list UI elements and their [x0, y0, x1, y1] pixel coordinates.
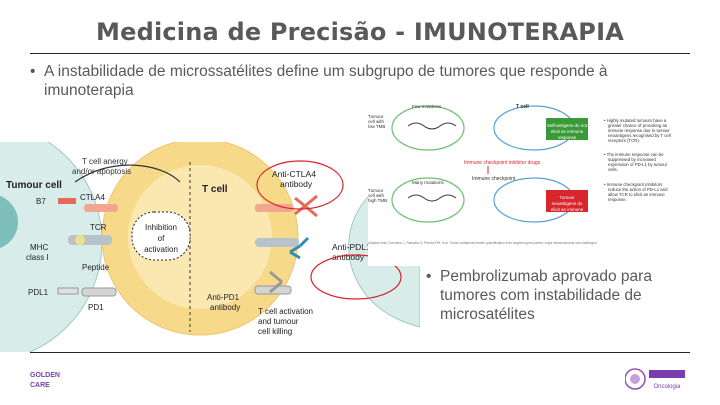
- low-tmb-cell: [391, 105, 465, 151]
- label-inhibitor: Immune checkpoint inhibitor drugs: [464, 160, 541, 166]
- label-checkpoint: Immune checkpoint: [472, 176, 516, 182]
- highlight-anti-pdl1: [310, 254, 402, 300]
- bullet-text: Pembrolizumab aprovado para tumores com …: [440, 268, 652, 323]
- golden-care-logo-mark: GOLDEN CARE: [30, 372, 60, 389]
- low-tmb-dna: [407, 122, 457, 130]
- ctla4-right-receptor: [255, 204, 293, 212]
- peptide-dot: [75, 235, 85, 245]
- label-tumour-cell: Tumour cell: [6, 180, 62, 191]
- bullet-instability: • A instabilidade de microssatélites def…: [30, 62, 640, 100]
- tcr-right-receptor: [255, 238, 299, 247]
- label-t-cell-top: T cell: [516, 104, 529, 110]
- ctla4-receptor: [84, 204, 118, 212]
- not-elicit-box: [546, 118, 588, 140]
- pdl1-receptor: [57, 287, 79, 295]
- label-few-mutations: Few mutations: [412, 104, 442, 109]
- label-peptide: Peptide: [82, 263, 110, 272]
- tumour-nucleus: [0, 195, 18, 249]
- b7-receptor: [58, 198, 76, 204]
- oncology-logo-mark: Oncologia: [624, 368, 685, 390]
- label-tcr: TCR: [90, 223, 107, 232]
- svg-text:GOLDEN: GOLDEN: [30, 372, 60, 379]
- anti-ctla4-antibody-shape: [294, 194, 318, 218]
- footer-rule: [30, 352, 690, 353]
- oncology-logo: Oncologia: [624, 366, 687, 392]
- label-many-mutations: Many mutations: [412, 180, 445, 185]
- inhibition-box: [131, 211, 191, 261]
- highlight-anti-ctla4: [256, 160, 344, 210]
- label-pd1: PD1: [88, 303, 104, 312]
- footer-citation: Adapted from Gonzalez C, Ramalho D, Pere…: [368, 241, 598, 245]
- bullet-dot: •: [426, 268, 432, 285]
- tcr-receptor: [68, 235, 112, 245]
- anti-pdl1-antibody-shape: [289, 236, 310, 260]
- bullet-pembrolizumab: • Pembrolizumab aprovado para tumores co…: [426, 267, 696, 324]
- elicit-box: [546, 190, 588, 212]
- anti-pd1-antibody-shape: [269, 270, 283, 294]
- svg-text:CARE: CARE: [30, 382, 50, 389]
- anergy-arrow: [74, 164, 181, 183]
- title-underline: [30, 53, 690, 54]
- golden-care-logo: GOLDEN CARE: [30, 368, 70, 390]
- bullet-text: A instabilidade de microssatélites defin…: [44, 63, 608, 99]
- high-tmb-dna: [407, 194, 457, 202]
- high-tmb-cell: [391, 177, 465, 223]
- label-b7: B7: [36, 197, 46, 206]
- bullet-dot: •: [30, 63, 36, 80]
- pd1-receptor: [81, 287, 117, 297]
- t-cell-glow: [128, 165, 272, 309]
- label-pdl1: PDL1: [28, 288, 49, 297]
- svg-text:Oncologia: Oncologia: [653, 384, 681, 390]
- label-t-cell: T cell: [202, 184, 228, 195]
- slide-title: Medicina de Precisão - IMUNOTERAPIA: [96, 18, 624, 46]
- label-ctla4: CTLA4: [80, 193, 105, 202]
